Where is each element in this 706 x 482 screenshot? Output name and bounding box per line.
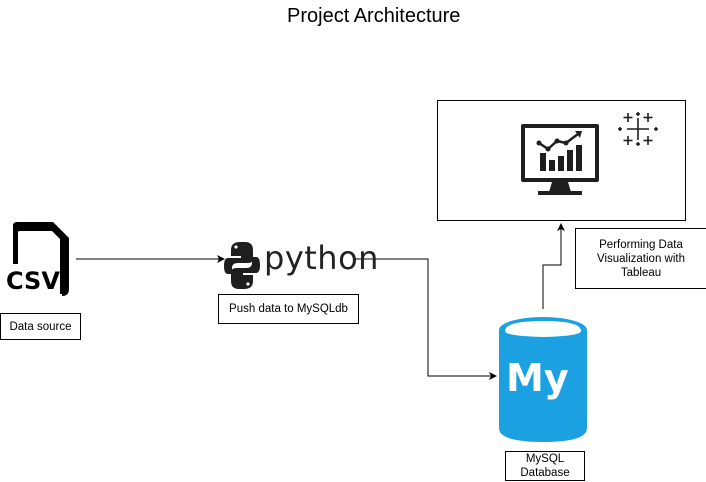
- tableau-visualization-label[interactable]: Performing Data Visualization with Table…: [575, 228, 706, 289]
- data-source-label[interactable]: Data source: [0, 313, 81, 340]
- mysql-database-label-text: MySQL Database: [520, 453, 570, 479]
- connector-mysql-to-dashboard: [542, 223, 565, 309]
- tableau-visualization-label-text: Performing Data Visualization with Table…: [596, 238, 685, 279]
- push-data-label[interactable]: Push data to MySQLdb: [218, 294, 359, 324]
- python-logo-icon: [224, 242, 260, 289]
- diagram-title: Project Architecture: [287, 5, 461, 27]
- python-logo-text: python: [264, 239, 379, 277]
- csv-icon-text: CSV: [6, 267, 60, 295]
- mysql-icon-text: My: [506, 356, 569, 400]
- data-source-label-text: Data source: [9, 320, 72, 333]
- push-data-label-text: Push data to MySQLdb: [229, 303, 348, 315]
- mysql-database-label[interactable]: MySQL Database: [505, 451, 585, 481]
- dashboard-frame[interactable]: [437, 100, 686, 221]
